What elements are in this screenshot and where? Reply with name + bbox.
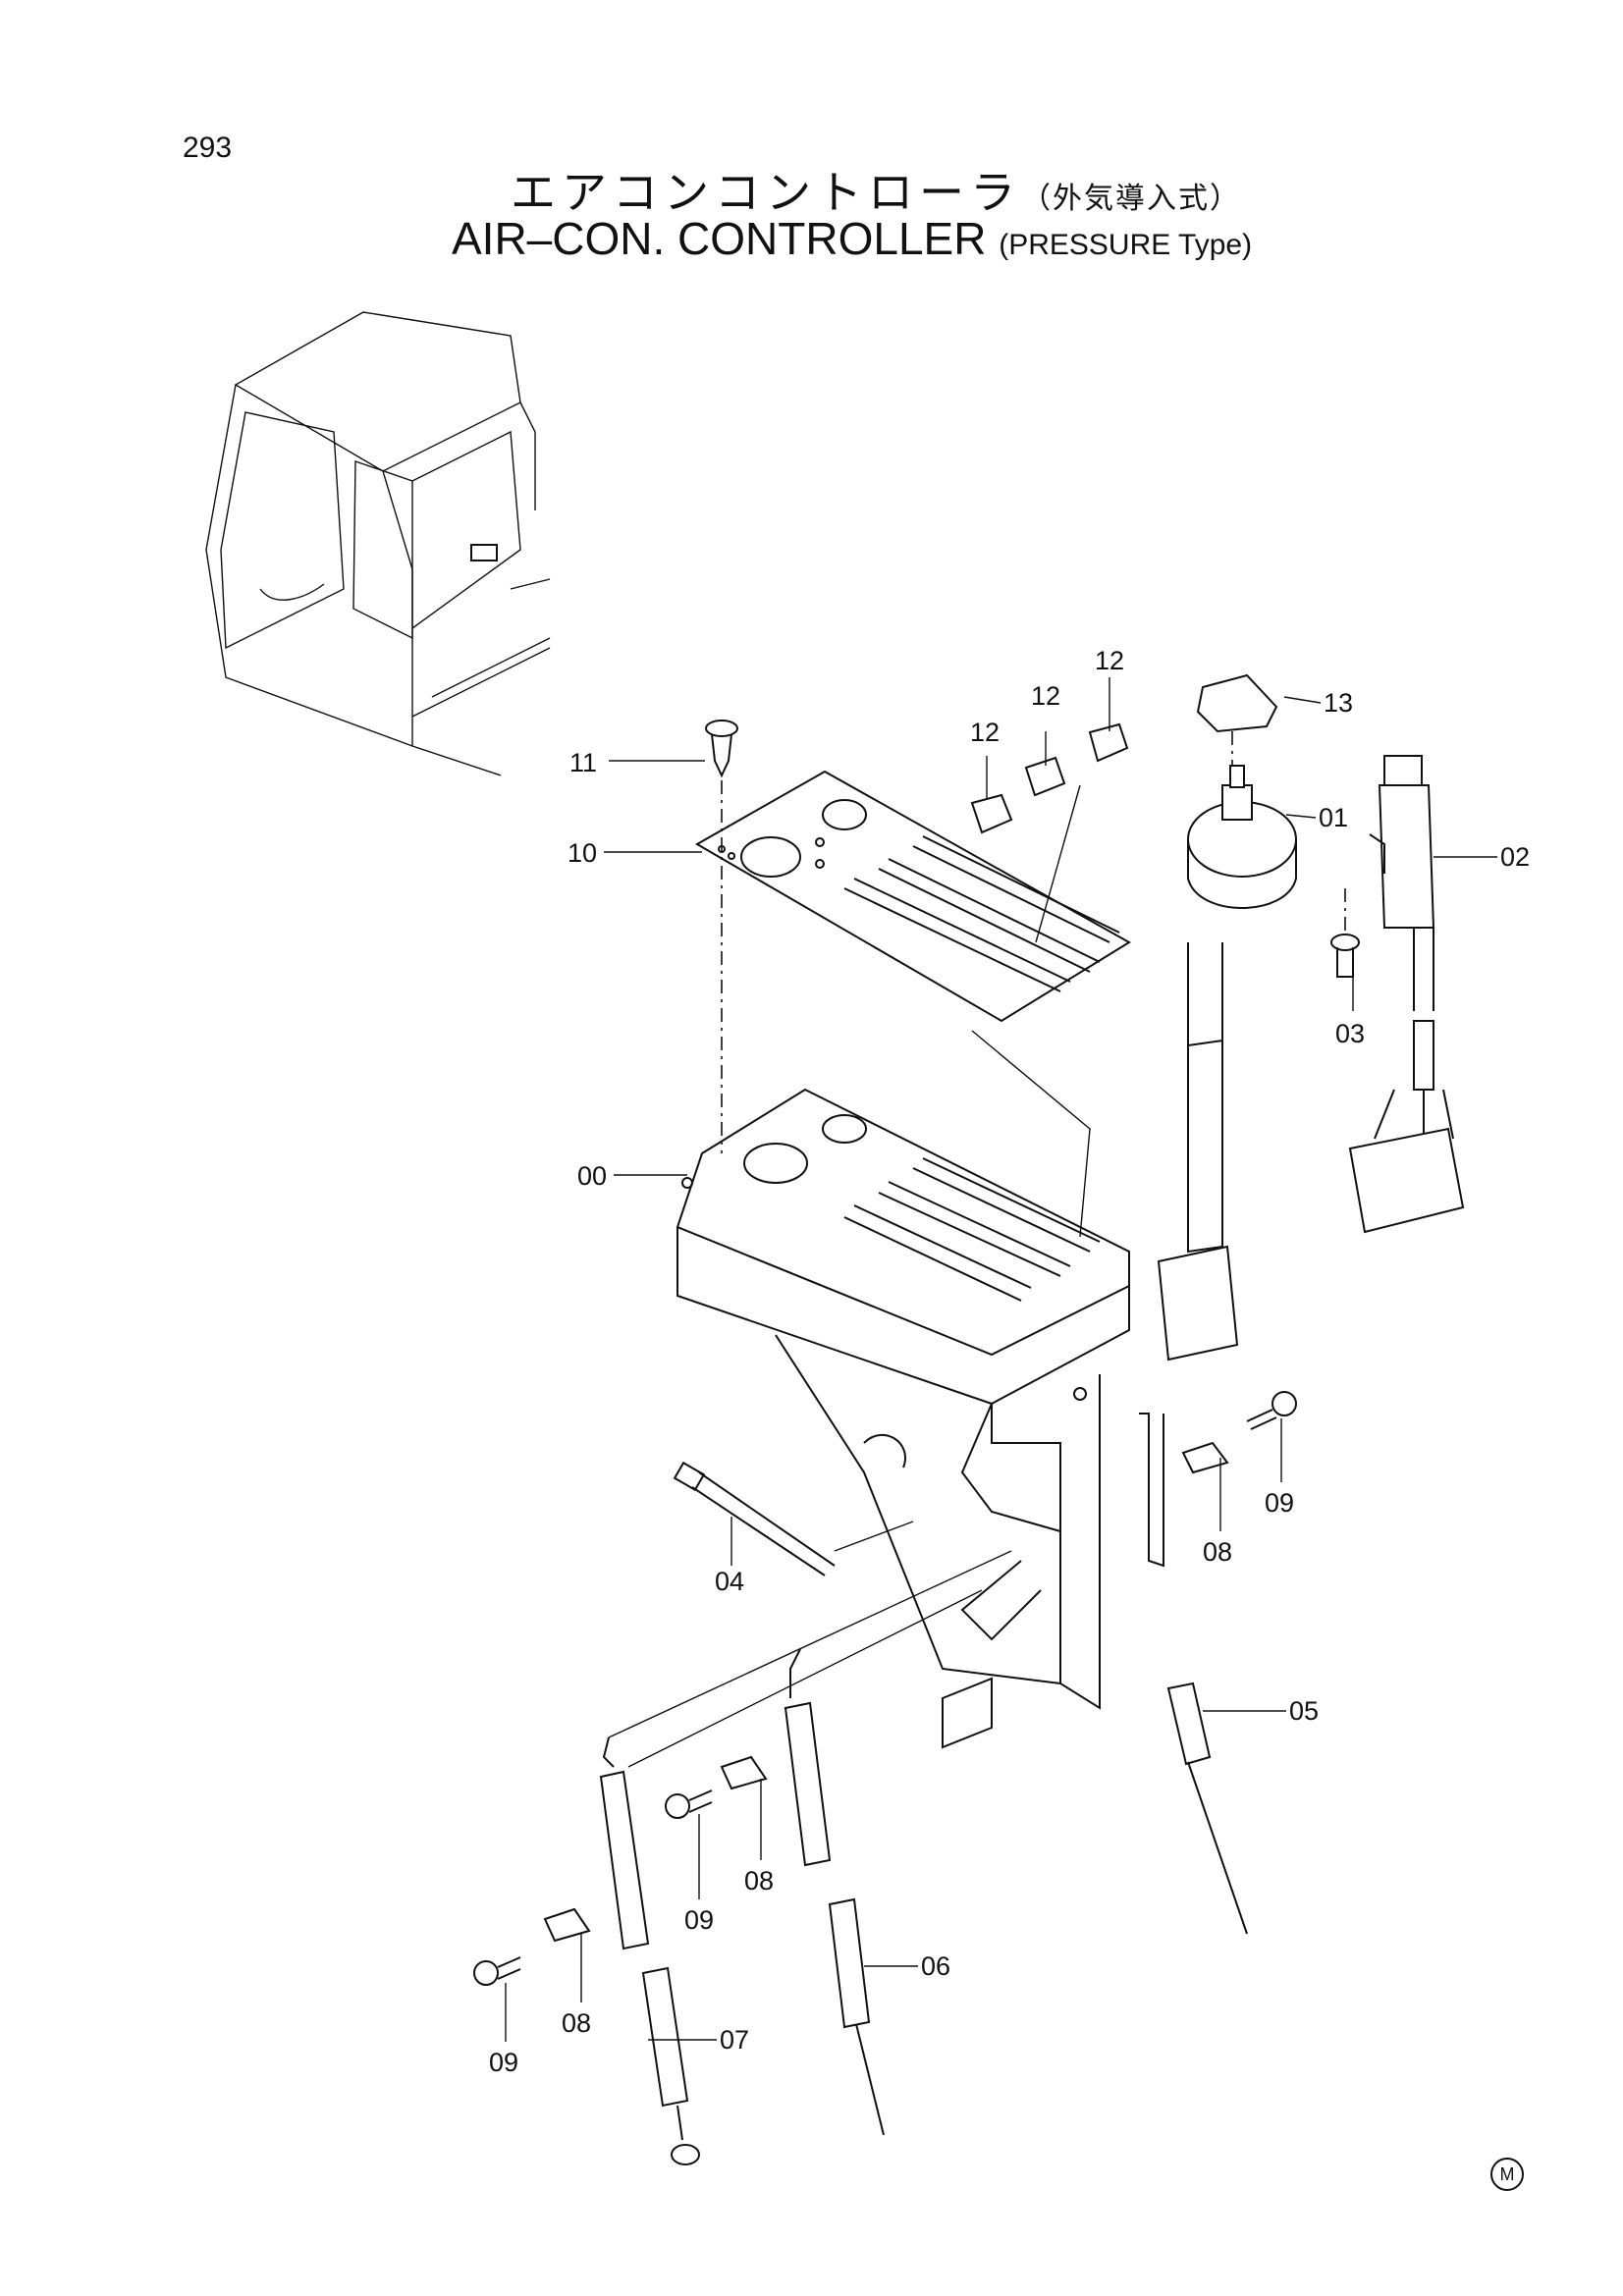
title-english-main: AIR–CON. CONTROLLER — [452, 213, 987, 264]
push-fastener — [705, 720, 738, 778]
callout-09-middle: 09 — [684, 1905, 714, 1935]
callout-12-left: 12 — [970, 718, 1000, 747]
callout-04: 04 — [715, 1567, 744, 1596]
leader-lines — [505, 677, 1497, 2042]
title-japanese: エアコンコントローラ（外気導入式） — [511, 157, 1241, 222]
screws-09 — [473, 1391, 1297, 1986]
callout-08-lower: 08 — [562, 2008, 591, 2038]
cover-plate — [694, 770, 1131, 1023]
cable-clamps — [543, 1441, 1229, 1943]
callout-05: 05 — [1289, 1696, 1319, 1726]
lever-knobs — [970, 722, 1129, 834]
callout-08-middle: 08 — [744, 1866, 774, 1896]
title-english: AIR–CON. CONTROLLER (PRESSURE Type) — [452, 212, 1252, 265]
callout-labels: 11 10 00 13 01 02 03 04 05 06 07 08 08 0… — [489, 646, 1530, 2077]
callout-09-upper: 09 — [1265, 1488, 1294, 1518]
cable-06 — [784, 1648, 885, 2136]
callout-10: 10 — [568, 838, 597, 868]
callout-12-right: 12 — [1095, 646, 1124, 675]
title-japanese-main: エアコンコントローラ — [511, 166, 1021, 219]
callout-03: 03 — [1335, 1019, 1365, 1048]
cable-07 — [599, 1736, 700, 2165]
callout-07: 07 — [720, 2025, 749, 2055]
callout-00: 00 — [577, 1161, 607, 1191]
callout-09-lower: 09 — [489, 2048, 518, 2077]
alignment-lines — [608, 731, 1346, 1768]
controller-location-mark — [470, 544, 498, 561]
callout-08-upper: 08 — [1203, 1537, 1232, 1567]
callout-11: 11 — [569, 748, 597, 777]
title-japanese-paren: （外気導入式） — [1021, 182, 1241, 216]
page-number: 293 — [183, 132, 233, 164]
cab-locator-sketch — [205, 311, 551, 776]
screw-03 — [1330, 934, 1360, 978]
callout-01: 01 — [1319, 803, 1348, 832]
switch-assembly — [1348, 755, 1465, 1234]
controller-bracket — [676, 1088, 1130, 1749]
blower-actuator — [1157, 673, 1297, 1362]
registered-mark: M — [1490, 2158, 1524, 2191]
title-english-paren: (PRESSURE Type) — [999, 229, 1253, 261]
callout-13: 13 — [1324, 688, 1353, 718]
callout-06: 06 — [921, 1951, 950, 1981]
callout-12-middle: 12 — [1031, 681, 1060, 711]
cable-tie — [673, 1461, 836, 1576]
cable-05 — [1139, 1413, 1248, 1935]
callout-02: 02 — [1500, 842, 1530, 872]
